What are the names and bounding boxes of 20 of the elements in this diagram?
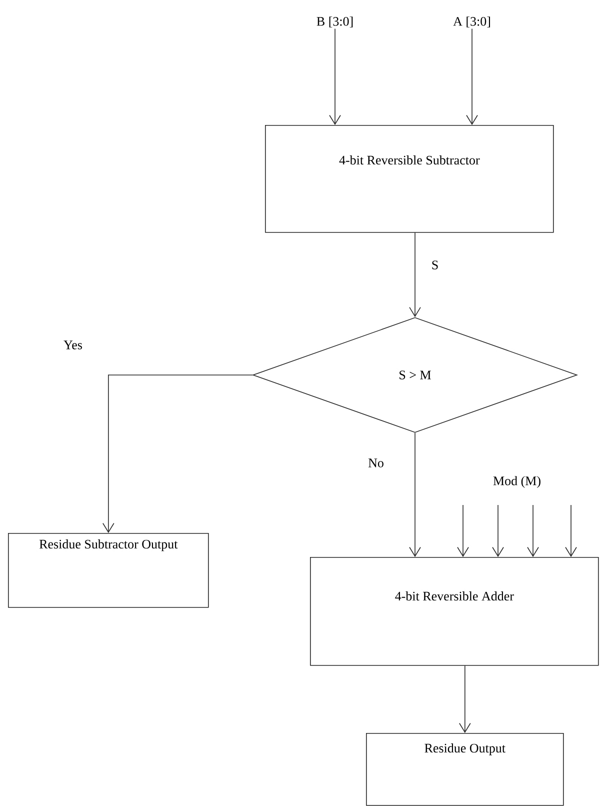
- process-box: Residue Subtractor Output: [8, 533, 209, 608]
- arrow: [409, 432, 421, 557]
- arrow: [565, 504, 577, 557]
- arrow: [329, 28, 341, 125]
- arrow: [466, 28, 478, 125]
- arrow: [102, 374, 253, 533]
- arrow: [457, 504, 469, 557]
- arrow: [459, 665, 471, 733]
- input-label: B [3:0]: [316, 16, 353, 28]
- edge-label: Yes: [62, 340, 84, 350]
- arrow: [492, 504, 504, 557]
- process-box: Residue Output: [366, 733, 564, 806]
- process-box: 4-bit Reversible Adder: [310, 557, 599, 666]
- arrow: [409, 232, 421, 318]
- input-label: Mod (M): [493, 476, 540, 488]
- input-label: A [3:0]: [453, 16, 490, 28]
- edge-label: No: [367, 458, 385, 468]
- arrow: [527, 504, 539, 557]
- process-box: 4-bit Reversible Subtractor: [265, 125, 554, 233]
- edge-label: S: [430, 260, 440, 270]
